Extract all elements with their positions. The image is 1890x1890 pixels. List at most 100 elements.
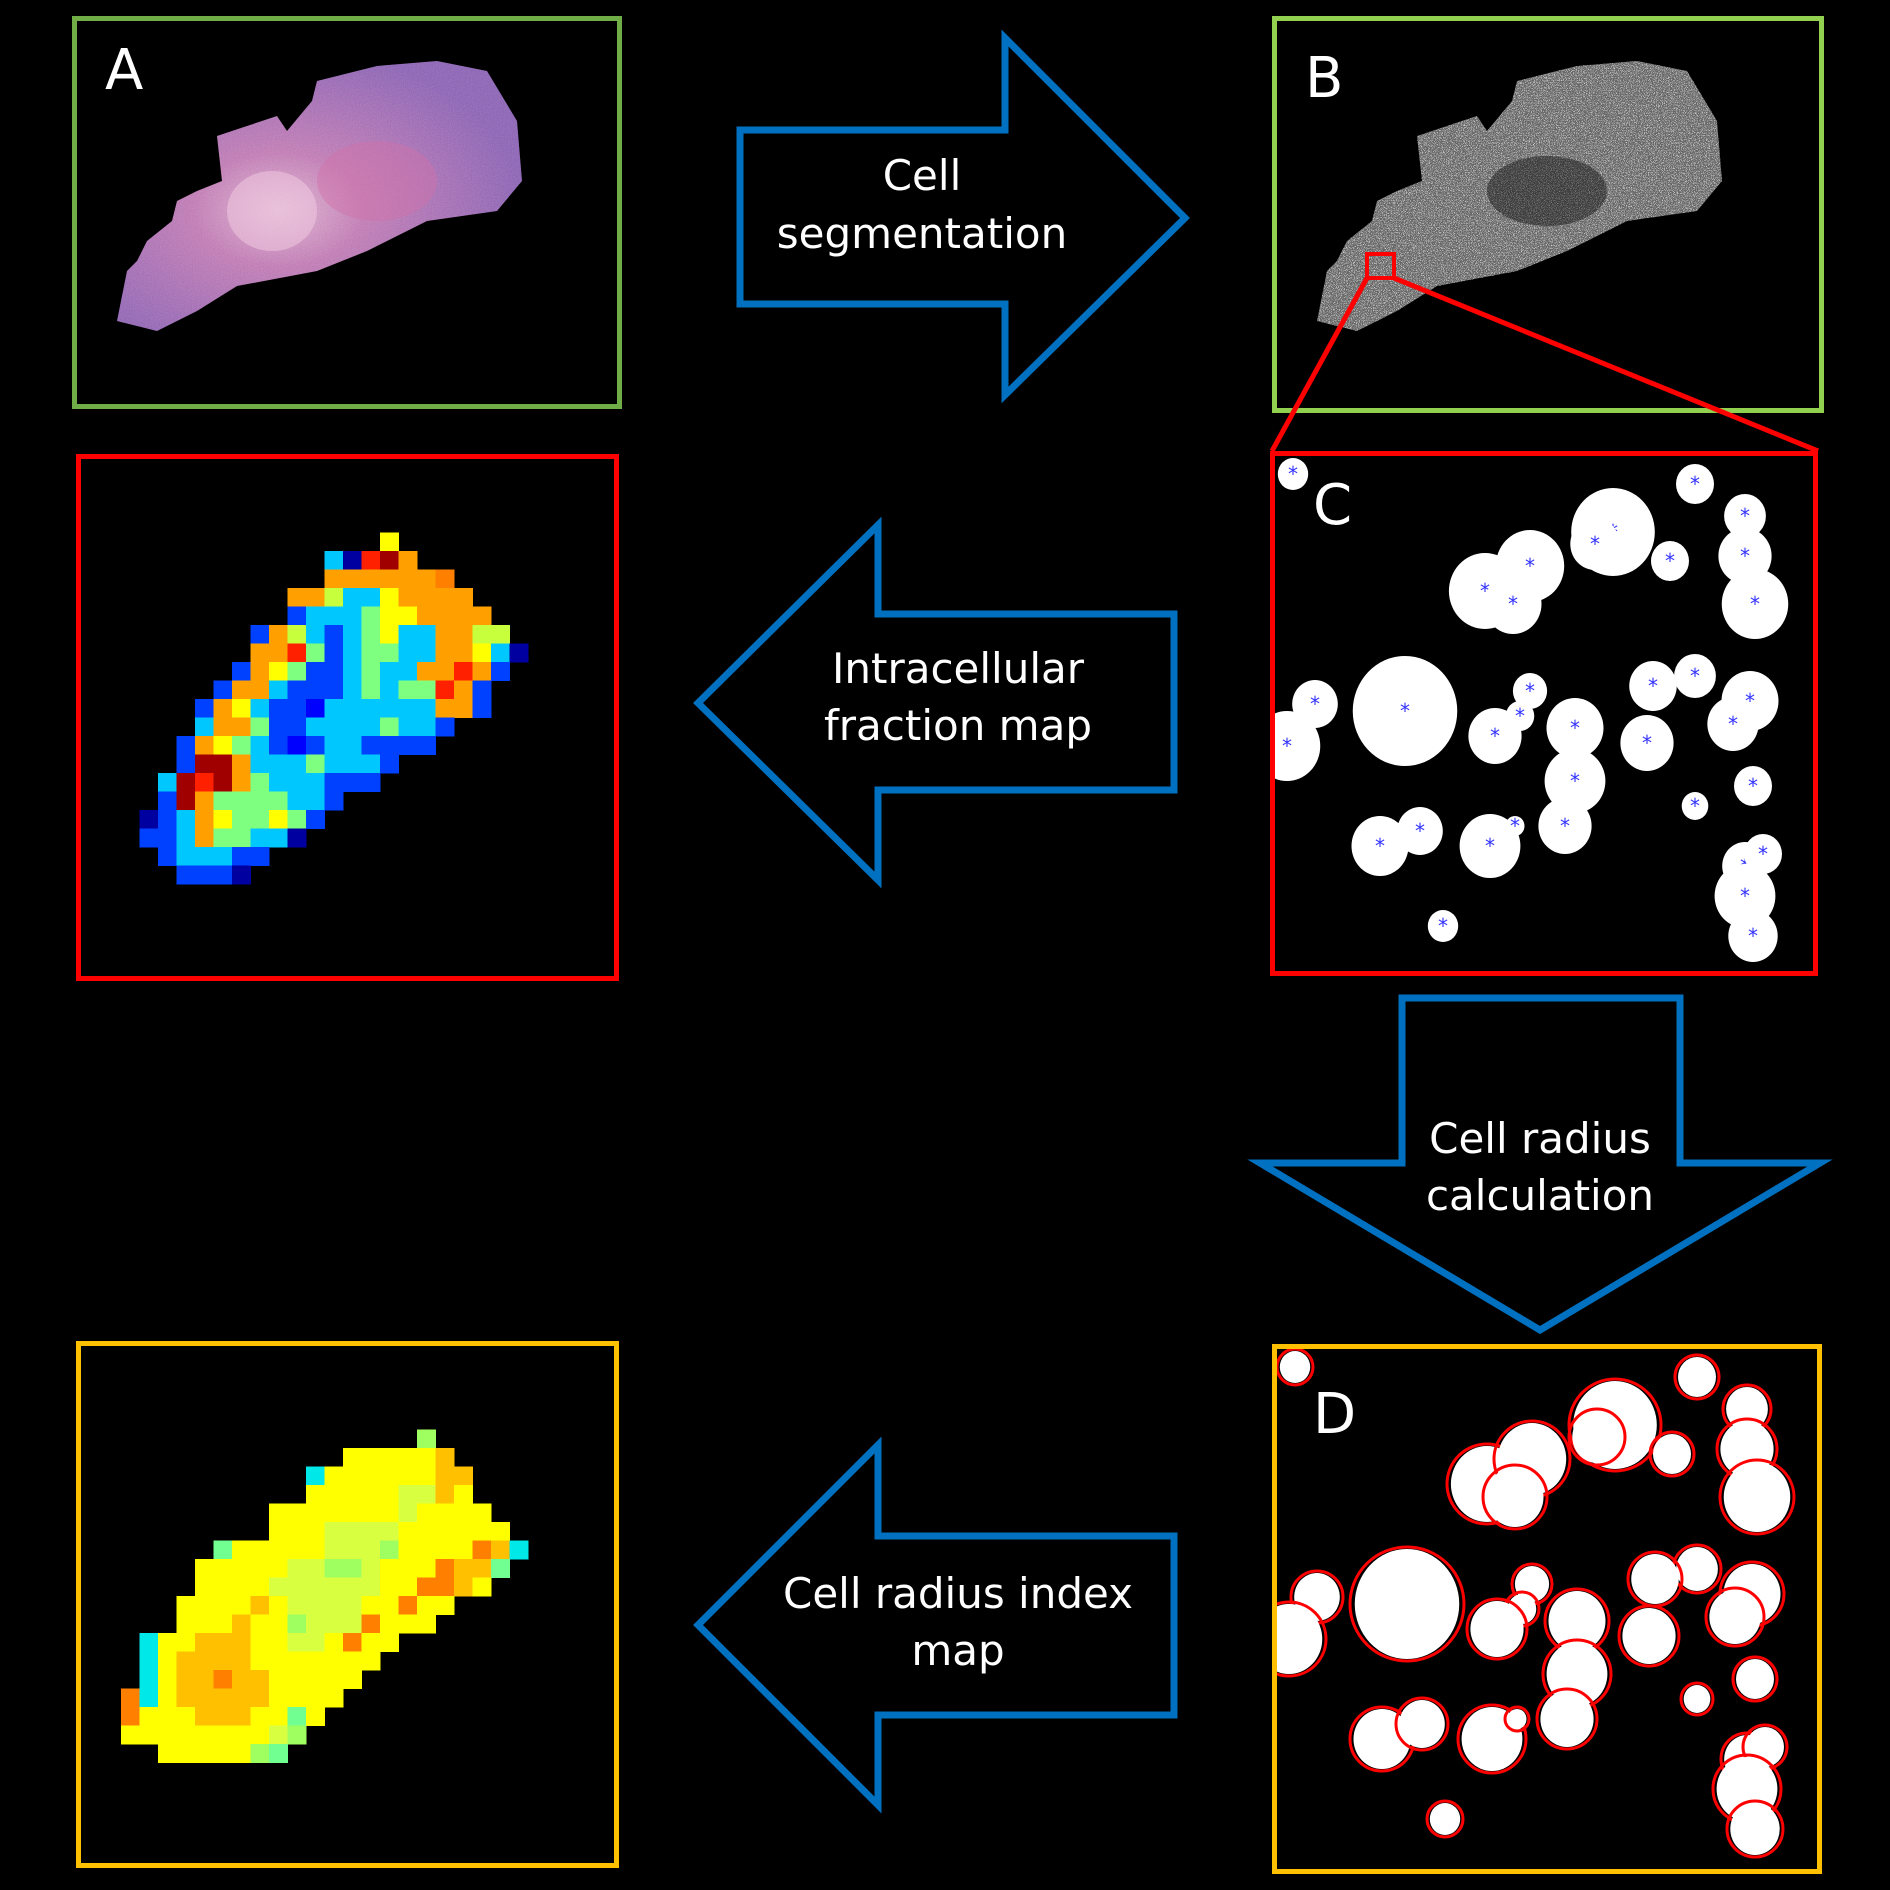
heatmap-cell xyxy=(361,1448,381,1467)
heatmap-cell xyxy=(232,847,251,866)
heatmap-cell xyxy=(232,1651,251,1671)
heatmap-cell xyxy=(158,828,177,848)
heatmap-cell xyxy=(287,625,307,644)
heatmap-cell xyxy=(232,680,251,700)
heatmap-cell xyxy=(195,1559,214,1578)
heatmap-cell xyxy=(269,736,288,755)
heatmap-cell xyxy=(213,865,233,885)
heatmap-cell xyxy=(158,1744,177,1763)
heatmap-cell xyxy=(435,625,455,644)
heatmap-cell xyxy=(213,1725,233,1745)
cell-blob xyxy=(1620,715,1674,771)
heatmap-cell xyxy=(417,1559,436,1578)
heatmap-cell xyxy=(213,847,233,866)
heatmap-cell xyxy=(380,1503,399,1523)
heatmap-cell xyxy=(306,717,325,737)
heatmap-cell xyxy=(361,1485,381,1504)
heatmap-cell xyxy=(213,1651,233,1671)
heatmap-cell xyxy=(380,532,399,552)
cell-blob xyxy=(1544,749,1606,813)
cell-blob xyxy=(1484,574,1542,634)
arrow-fraction-text-1: Intracellular xyxy=(832,644,1085,693)
heatmap-cell xyxy=(435,1577,455,1597)
heatmap-cell xyxy=(213,1559,233,1578)
heatmap-cell xyxy=(269,625,288,644)
heatmap-cell xyxy=(232,810,251,829)
heatmap-cell xyxy=(195,1707,214,1726)
heatmap-cell xyxy=(176,1596,196,1615)
heatmap-cell xyxy=(232,1707,251,1726)
heatmap-cell xyxy=(269,1688,288,1708)
heatmap-cell xyxy=(158,1707,177,1726)
heatmap-cell xyxy=(250,754,270,774)
heatmap-cell xyxy=(343,1448,362,1467)
heatmap-cell xyxy=(287,1577,307,1597)
heatmap-cell xyxy=(324,588,344,607)
heatmap-cell xyxy=(398,662,418,681)
heatmap-cell xyxy=(509,1540,529,1560)
heatmap-cell xyxy=(361,551,381,570)
heatmap-cell xyxy=(195,754,214,774)
cell-radius-circle xyxy=(1718,1458,1796,1536)
heatmap-cell xyxy=(176,1633,196,1652)
cell-centroid-icon: * xyxy=(1515,704,1525,728)
heatmap-cell xyxy=(324,569,344,589)
heatmap-cell xyxy=(232,1744,251,1763)
heatmap-cell xyxy=(454,1522,473,1541)
heatmap-cell xyxy=(139,1707,159,1726)
heatmap-cell xyxy=(176,773,196,792)
heatmap-cell xyxy=(269,810,288,829)
heatmap-cell xyxy=(287,773,307,792)
heatmap-cell xyxy=(195,810,214,829)
cell-centroid-icon: * xyxy=(1740,884,1750,908)
heatmap-cell xyxy=(417,1485,436,1504)
heatmap-cell xyxy=(454,1577,473,1597)
heatmap-cell xyxy=(491,1522,510,1541)
heatmap-cell xyxy=(195,847,214,866)
heatmap-cell xyxy=(417,699,436,718)
heatmap-cell xyxy=(287,791,307,811)
heatmap-cell xyxy=(324,1633,344,1652)
cell-centroid-icon: * xyxy=(1740,544,1750,568)
heatmap-cell xyxy=(435,717,455,737)
heatmap-cell xyxy=(343,699,362,718)
cell-radius-circle xyxy=(1648,1430,1696,1478)
tissue-he-image xyxy=(117,61,522,331)
heatmap-cell xyxy=(398,699,418,718)
heatmap-cell xyxy=(324,643,344,663)
tissue-segmented-image xyxy=(1317,61,1722,331)
heatmap-cell xyxy=(361,643,381,663)
heatmap-cell xyxy=(250,828,270,848)
heatmap-cell xyxy=(195,736,214,755)
cell-centroid-icon: * xyxy=(1570,769,1580,793)
heatmap-cell xyxy=(472,680,492,700)
cell-blob xyxy=(1734,766,1772,806)
heatmap-cell xyxy=(417,1466,436,1486)
heatmap-cell xyxy=(491,625,510,644)
heatmap-cell xyxy=(324,1503,344,1523)
cell-centroid-icon: * xyxy=(1490,724,1500,748)
heatmap-cell xyxy=(195,1725,214,1745)
cell-centroid-icon: * xyxy=(1748,924,1758,948)
heatmap-cell xyxy=(287,754,307,774)
heatmap-cell xyxy=(435,643,455,663)
heatmap-cell xyxy=(213,773,233,792)
heatmap-cell xyxy=(213,736,233,755)
cell-centroid-icon: * xyxy=(1690,664,1700,688)
heatmap-cell xyxy=(232,1577,251,1597)
heatmap-cell xyxy=(232,1670,251,1689)
heatmap-cell xyxy=(343,1670,362,1689)
heatmap-cell xyxy=(324,606,344,626)
heatmap-cell xyxy=(195,1744,214,1763)
panel-b-label: B xyxy=(1305,46,1344,111)
heatmap-cell xyxy=(398,588,418,607)
heatmap-cell xyxy=(454,662,473,681)
heatmap-cell xyxy=(306,754,325,774)
cell-blob xyxy=(1277,1604,1323,1674)
heatmap-cell xyxy=(472,625,492,644)
heatmap-cell xyxy=(417,643,436,663)
panel-d-label: D xyxy=(1313,1382,1357,1447)
cell-blob xyxy=(1744,834,1782,874)
heatmap-cell xyxy=(324,736,344,755)
heatmap-cell xyxy=(195,1633,214,1652)
